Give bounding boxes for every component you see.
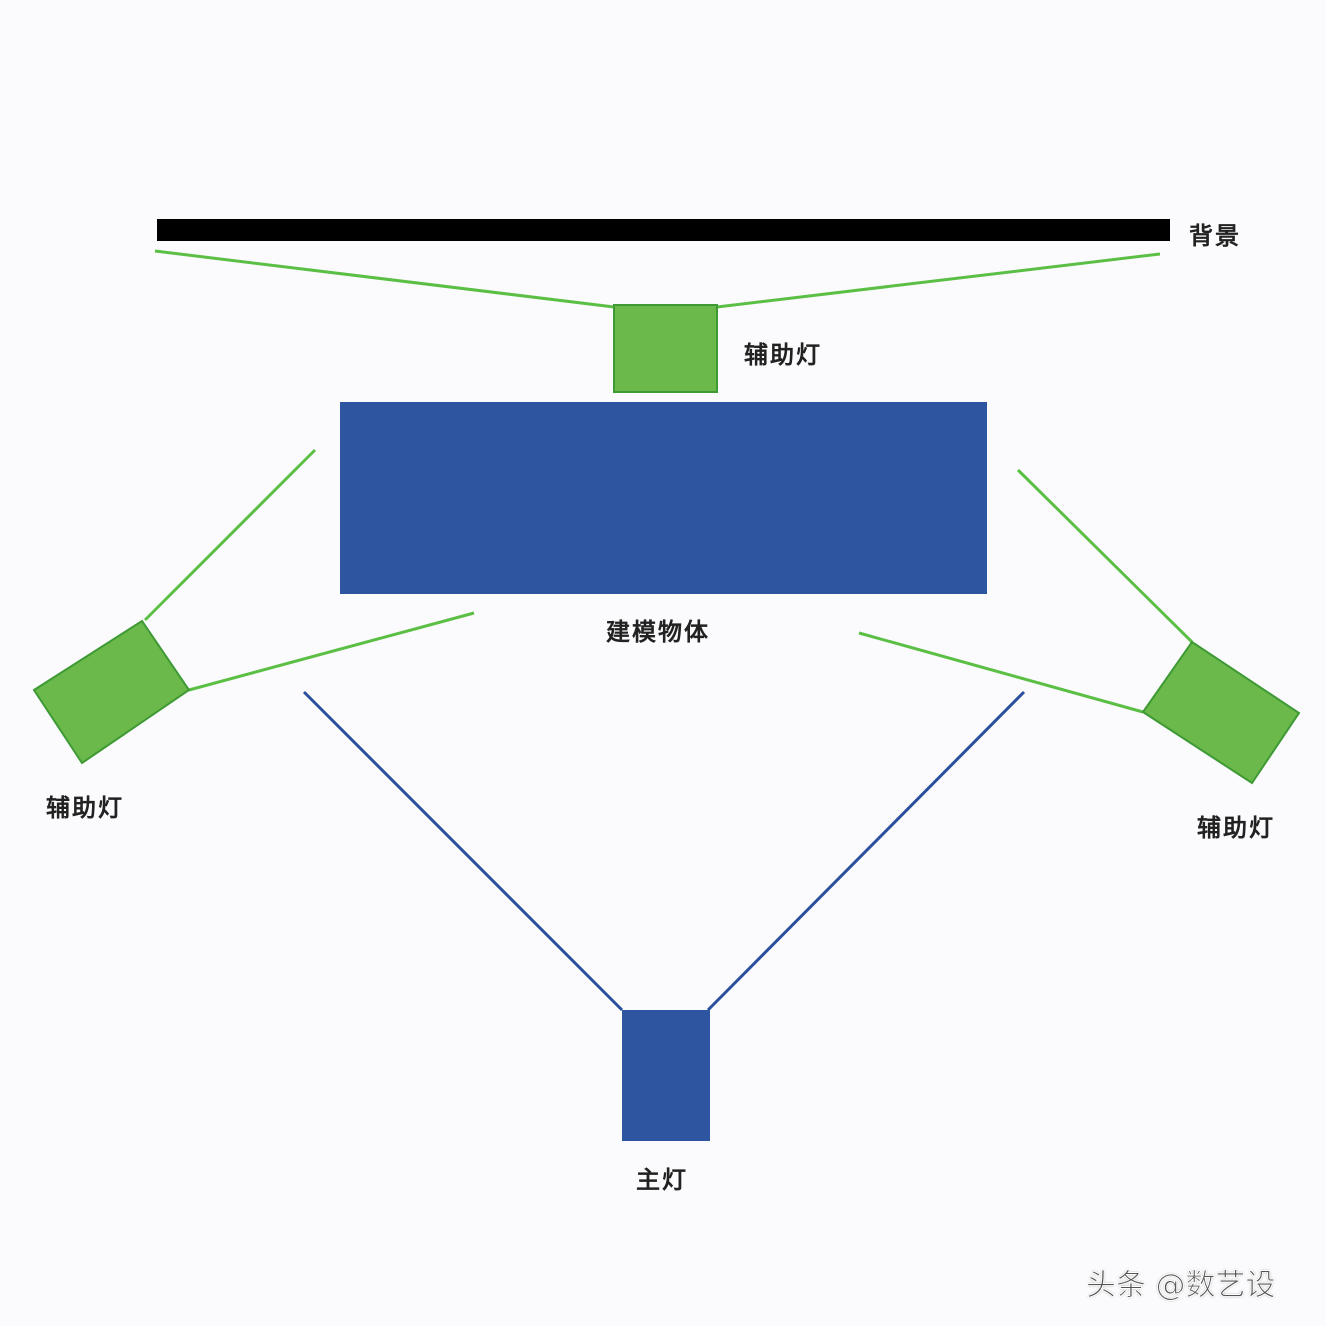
- right-fill-light-beam-upper: [1016, 468, 1194, 644]
- left-fill-light-label: 辅助灯: [46, 794, 124, 822]
- watermark: 头条 @数艺设: [1086, 1268, 1277, 1304]
- top-fill-light-label: 辅助灯: [744, 341, 822, 369]
- modeled-object: [340, 402, 987, 594]
- key-light-beam-left: [302, 690, 624, 1012]
- object-label: 建模物体: [606, 618, 710, 646]
- key-light-beam-right: [706, 690, 1026, 1012]
- left-fill-light-beam-lower: [188, 611, 475, 692]
- background-label: 背景: [1189, 222, 1241, 250]
- top-fill-light-beam-right: [716, 252, 1161, 309]
- right-fill-light-beam-lower: [858, 631, 1144, 714]
- left-fill-light-beam-upper: [143, 448, 317, 622]
- top-fill-light-beam-left: [154, 249, 615, 309]
- left-fill-light: [32, 619, 191, 765]
- key-light-label: 主灯: [636, 1166, 688, 1194]
- right-fill-light-label: 辅助灯: [1197, 814, 1275, 842]
- background-bar: [157, 219, 1170, 241]
- key-light: [622, 1010, 710, 1141]
- top-fill-light: [613, 304, 718, 393]
- right-fill-light: [1141, 640, 1301, 785]
